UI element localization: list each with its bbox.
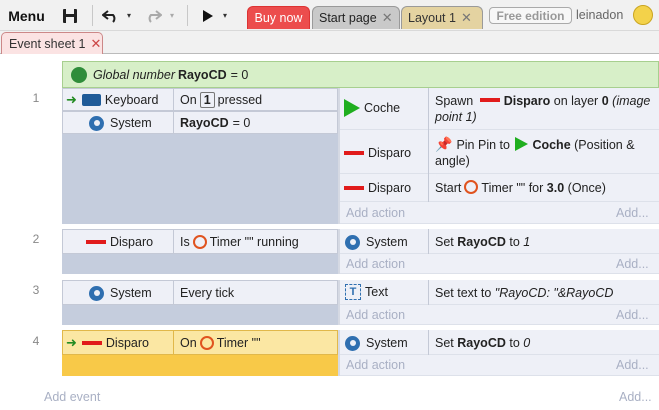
trigger-arrow-icon: ➜ [66,335,77,350]
text-object-icon: T [345,284,361,300]
condition-text: RayoCD = 0 [180,116,251,130]
action-object: Disparo [344,145,411,161]
action-text: Set text to "RayoCD: "&RayoCD [435,286,614,300]
keyboard-icon [81,94,101,106]
username[interactable]: leinadon [576,8,624,22]
free-edition-badge[interactable]: Free edition [489,7,572,24]
gear-icon [345,234,360,250]
action-object: System [345,234,408,250]
action-row[interactable] [340,280,659,305]
condition-object: System [89,115,152,131]
action-text: Spawn Disparo on layer 0 (image point 1) [435,94,651,124]
save-icon[interactable] [58,4,82,27]
gear-icon [345,335,360,351]
add-more-button[interactable]: Add... [616,308,649,322]
undo-icon[interactable] [100,4,122,27]
play-dropdown-icon[interactable]: ▾ [222,10,227,20]
add-more-button[interactable]: Add... [619,390,652,404]
condition-object: Disparo [86,234,153,250]
sprite-coche-icon [515,137,529,151]
timer-icon [464,180,479,194]
main-toolbar: Menu ▾ ▾ ▾ Buy now Start page ✕ Layout 1… [0,0,659,31]
sprite-disparo-icon [479,98,500,102]
tab-start-page[interactable]: Start page ✕ [312,6,400,29]
add-more-button[interactable]: Add... [616,257,649,271]
condition-object: System [89,285,152,301]
add-action-row[interactable] [340,202,659,224]
gear-icon [89,285,104,301]
add-action-row[interactable] [340,355,659,376]
sprite-coche-icon [344,99,360,117]
condition-object: ➜ Disparo [66,335,149,350]
sprite-disparo-icon [344,151,364,155]
document-tabs: Event sheet 1 ✕ [0,31,659,54]
action-row[interactable] [340,229,659,254]
event-number: 2 [32,232,40,246]
condition-row[interactable] [62,111,338,134]
redo-dropdown-icon[interactable]: ▾ [169,10,174,20]
action-text: Set RayoCD to 1 [435,235,531,249]
add-action-button[interactable]: Add action [346,257,406,271]
close-icon[interactable]: ✕ [381,10,393,25]
menu-button[interactable]: Menu [8,7,45,24]
add-more-button[interactable]: Add... [616,358,649,372]
sprite-disparo-icon [81,341,102,345]
close-icon[interactable]: ✕ [460,10,472,25]
action-row[interactable] [340,130,659,174]
sprite-disparo-icon [344,186,364,190]
action-row[interactable] [340,174,659,202]
add-action-button[interactable]: Add action [346,206,406,220]
action-text: Set RayoCD to 0 [435,336,531,350]
event-sheet: Global number RayoCD = 0 1 ➜ Keyboard On… [0,54,659,410]
event-number: 3 [32,283,40,297]
action-row[interactable] [340,88,659,130]
add-action-button[interactable]: Add action [346,308,406,322]
tab-event-sheet-1[interactable]: Event sheet 1 ✕ [1,32,103,54]
pin-icon: 📌 [435,136,453,152]
add-action-row[interactable] [340,305,659,325]
timer-icon [192,235,207,249]
action-text: 📌Pin Pin to Coche (Position & angle) [435,136,635,168]
action-row[interactable] [340,330,659,355]
close-icon[interactable]: ✕ [90,35,102,51]
globe-icon [71,66,87,83]
event-number: 1 [32,91,40,105]
add-more-button[interactable]: Add... [616,206,649,220]
undo-dropdown-icon[interactable]: ▾ [126,10,131,20]
user-avatar-icon[interactable] [633,5,653,25]
tab-buy-now[interactable]: Buy now [247,6,310,29]
redo-icon[interactable] [142,4,164,27]
gear-icon [89,115,104,131]
tab-layout-1[interactable]: Layout 1 ✕ [401,6,483,29]
condition-row[interactable] [62,280,338,305]
event-number: 4 [32,334,40,348]
add-action-button[interactable]: Add action [346,358,406,372]
action-object: System [345,335,408,351]
condition-text: On 1 pressed [180,92,263,108]
action-object: Coche [344,98,400,118]
play-icon[interactable] [198,4,218,27]
condition-object: ➜ Keyboard [66,92,159,107]
sprite-disparo-icon [86,240,106,244]
trigger-arrow-icon: ➜ [66,92,77,107]
timer-icon [199,336,214,350]
add-action-row[interactable] [340,254,659,274]
action-object: Disparo [344,180,411,196]
global-variable-row[interactable]: Global number RayoCD = 0 [62,61,659,88]
condition-text: Every tick [180,286,235,300]
add-event-button[interactable]: Add event [44,390,101,404]
